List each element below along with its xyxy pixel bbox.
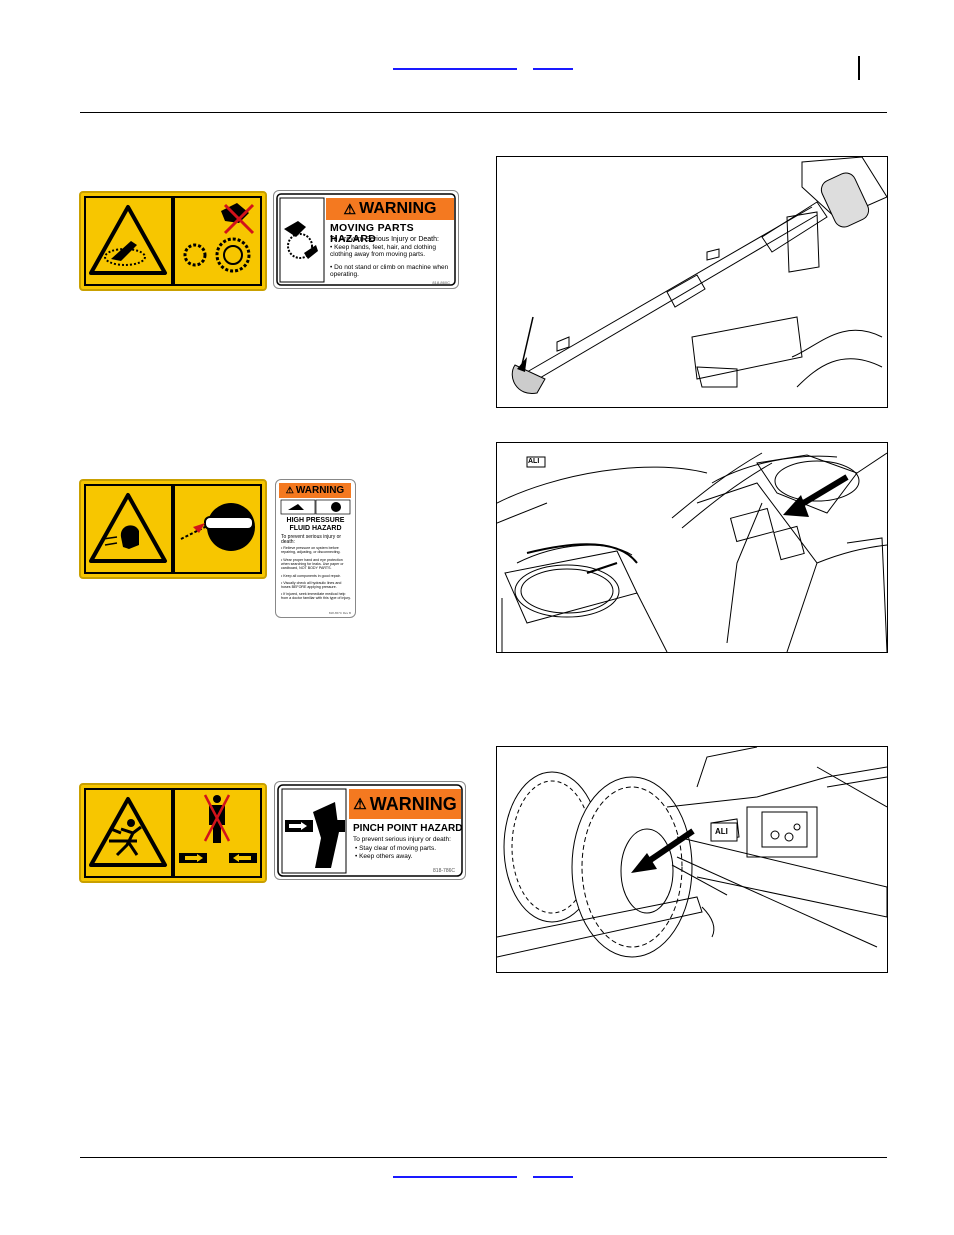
signal-word: WARNING — [369, 793, 457, 814]
part-code: 818-786C — [433, 868, 455, 874]
pinched-hand-icon — [277, 784, 463, 877]
warning-header: ⚠ WARNING — [349, 789, 461, 819]
footer-link-2[interactable] — [533, 1176, 573, 1178]
high-pressure-pictorial-decal — [79, 479, 267, 579]
hazard-bullet: • Keep others away. — [355, 853, 413, 860]
footer-link-1[interactable] — [393, 1176, 517, 1178]
signal-word: WARNING — [295, 485, 345, 496]
hazard-bullet: • Wear proper hand and eye protection wh… — [281, 558, 344, 570]
crush-hazard-icon — [84, 788, 262, 878]
warning-header: ⚠ WARNING — [326, 198, 454, 220]
moving-parts-pictorial-decal — [79, 191, 267, 291]
entanglement-icon — [84, 196, 262, 286]
hazard-bullet: • Keep hands, feet, hair, and clothing c… — [330, 244, 436, 258]
auger-tube-illustration — [511, 157, 887, 394]
part-code: 818-860C — [432, 280, 450, 285]
part-code: 818-657C Rev B — [328, 611, 351, 615]
figure-hopper-drawing: ALI — [496, 442, 888, 653]
hazard-title: PINCH POINT HAZARD — [353, 823, 463, 834]
hazard-title-line1: HIGH PRESSURE — [286, 517, 345, 524]
arrow-line — [795, 474, 849, 510]
warning-triangle-icon: ⚠ — [343, 200, 357, 217]
pinch-point-pictorial-decal — [79, 783, 267, 883]
hazard-intro: To Prevent Serious Injury or Death: — [330, 236, 439, 243]
seed-hopper-illustration — [497, 452, 887, 652]
arrow-head-icon — [517, 357, 527, 372]
header-rule — [80, 112, 887, 113]
hazard-bullet: • If injured, seek immediate medical hel… — [281, 592, 351, 600]
high-pressure-warning-decal: ⚠ WARNING HIGH PRESSURE FLUID HAZARD To … — [275, 479, 356, 618]
arrow-head-icon — [783, 495, 809, 517]
signal-word: WARNING — [359, 200, 437, 217]
hand-and-face-icon — [280, 499, 351, 515]
pinch-point-warning-decal: ⚠ WARNING PINCH POINT HAZARD To prevent … — [274, 781, 466, 880]
warning-triangle-icon: ⚠ — [353, 796, 367, 813]
hazard-bullet: • Relieve pressure on system before repa… — [281, 546, 341, 554]
arrow-line — [641, 828, 695, 868]
moving-parts-warning-decal: ⚠ WARNING MOVING PARTS HAZARD To Prevent… — [273, 190, 459, 289]
hazard-title-line2: FLUID HAZARD — [289, 525, 342, 532]
figure-auger-drawing — [496, 156, 888, 408]
header-change-bar — [858, 56, 860, 80]
hazard-bullet: • Keep all components in good repair. — [281, 574, 341, 578]
warning-triangle-icon: ⚠ — [285, 485, 294, 495]
hazard-intro: To prevent serious injury or death: — [281, 534, 342, 546]
arrow-head-icon — [631, 853, 657, 873]
header-link-1[interactable] — [393, 68, 517, 70]
hand-in-chain-icon — [276, 193, 456, 286]
header-link-2[interactable] — [533, 68, 573, 70]
hazard-bullet: • Stay clear of moving parts. — [355, 845, 437, 852]
hazard-bullet: • Do not stand or climb on machine when … — [330, 264, 449, 278]
hazard-title: MOVING PARTS HAZARD — [330, 222, 414, 246]
hazard-intro: To prevent serious injury or death: — [353, 836, 451, 843]
warning-header: ⚠ WARNING — [279, 483, 351, 498]
hazard-bullet: • Visually check all hydraulic lines and… — [281, 581, 342, 589]
footer-rule — [80, 1157, 887, 1158]
ali-badge: ALI — [715, 827, 728, 836]
figure-hitch-drawing: ALI — [496, 746, 888, 973]
ali-badge: ALI — [528, 458, 540, 465]
hitch-area-illustration — [497, 747, 887, 958]
arrow-line — [520, 316, 534, 370]
fluid-injection-icon — [84, 484, 262, 574]
